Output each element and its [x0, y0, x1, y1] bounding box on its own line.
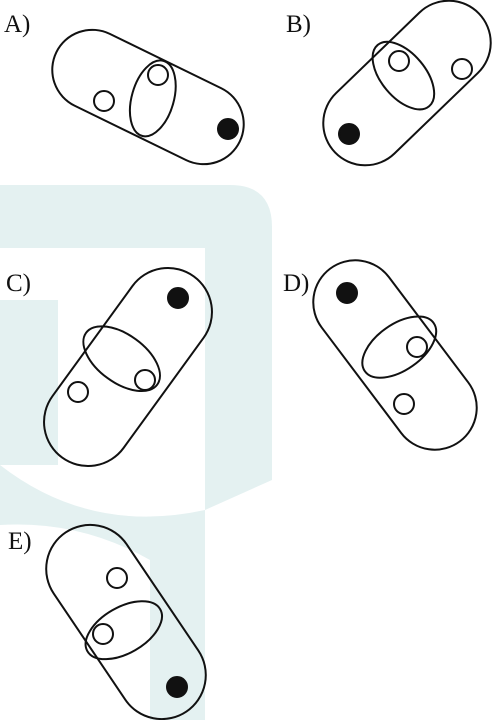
- open-dot: [388, 50, 410, 72]
- inner-capsule: [361, 315, 438, 379]
- open-dot: [67, 381, 89, 403]
- option-c-label: C): [6, 270, 31, 297]
- outer-capsule: [45, 523, 207, 720]
- option-a[interactable]: A): [4, 11, 258, 179]
- open-dot: [451, 58, 473, 80]
- option-d[interactable]: D): [283, 238, 501, 466]
- option-a-label: A): [4, 11, 30, 38]
- filled-dot: [217, 118, 239, 140]
- inner-capsule: [84, 600, 163, 661]
- filled-dot: [167, 287, 189, 309]
- option-d-label: D): [283, 270, 309, 297]
- outer-capsule: [322, 0, 492, 167]
- option-c[interactable]: C): [6, 245, 229, 484]
- outer-capsule: [312, 259, 478, 451]
- inner-capsule: [371, 40, 436, 111]
- outer-capsule: [43, 266, 213, 468]
- inner-capsule: [82, 325, 161, 393]
- option-d-figure: [312, 259, 478, 451]
- open-dot: [406, 336, 428, 358]
- option-a-figure: [51, 28, 245, 166]
- option-c-figure: [43, 266, 213, 468]
- option-b-label: B): [286, 11, 311, 38]
- open-dot: [93, 90, 115, 112]
- option-b-figure: [322, 0, 492, 167]
- outer-capsule: [51, 28, 245, 166]
- option-b[interactable]: B): [286, 0, 501, 183]
- open-dot: [106, 567, 128, 589]
- open-dot: [393, 393, 415, 415]
- open-dot: [134, 369, 156, 391]
- inner-capsule: [128, 59, 177, 138]
- open-dot: [92, 623, 114, 645]
- option-e[interactable]: E): [8, 508, 223, 720]
- watermark-logo: [0, 185, 272, 720]
- filled-dot: [336, 282, 358, 304]
- filled-dot: [338, 123, 360, 145]
- filled-dot: [166, 676, 188, 698]
- option-e-label: E): [8, 528, 32, 555]
- open-dot: [147, 64, 169, 86]
- option-e-figure: [45, 523, 207, 720]
